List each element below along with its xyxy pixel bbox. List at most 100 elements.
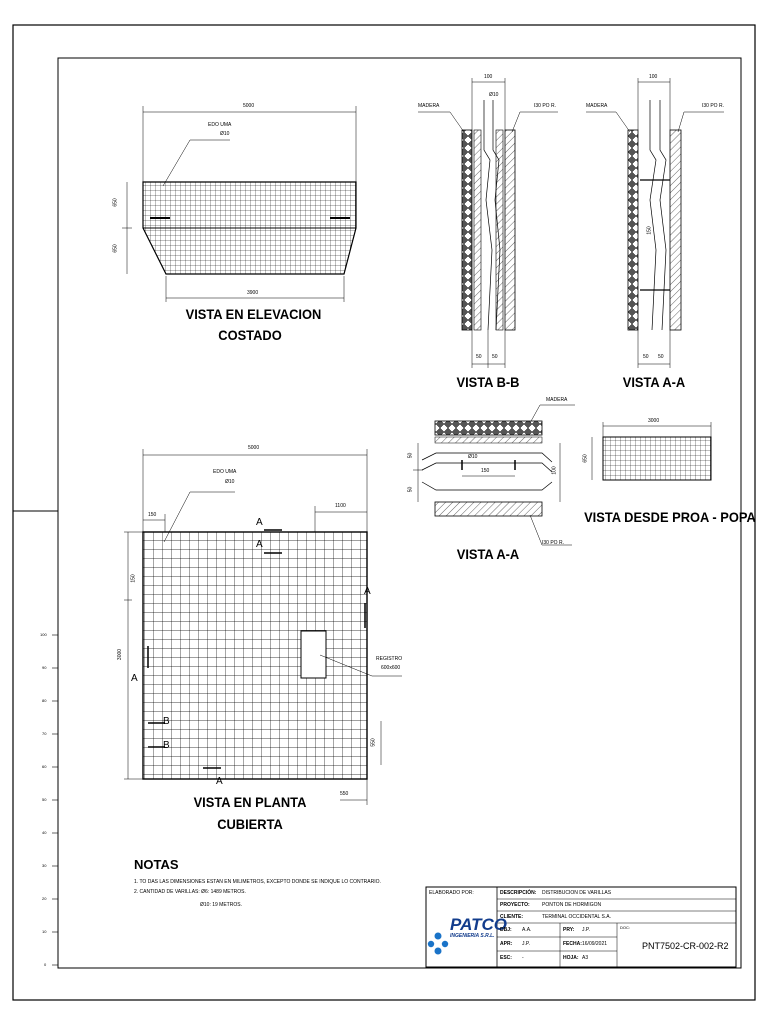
tb-proj-val: PONTON DE HORMIGON	[542, 902, 602, 908]
aa-top-pr: I30 PO R.	[702, 103, 724, 109]
elevation-title-2: COSTADO	[218, 327, 282, 343]
aa-low-left2: 50	[407, 486, 414, 493]
aa-top-madera: MADERA	[586, 103, 608, 109]
document-code: PNT7502-CR-002-R2	[642, 941, 729, 951]
tb-hoja-key: HOJA:	[563, 955, 579, 961]
plan-dim-right-b: 550	[370, 738, 377, 747]
plan-dim-left-small: 150	[148, 512, 157, 518]
aa-top-vert: 150	[646, 226, 653, 235]
elev-dim-left-top: 650	[112, 198, 119, 207]
tb-dbj-key: DBJ:	[500, 927, 512, 933]
tb-desc-val: DISTRIBUCION DE VARILLAS	[542, 890, 612, 896]
tb-client-val: TERMINAL OCCIDENTAL S.A.	[542, 914, 611, 920]
aa-low-left1: 50	[407, 452, 414, 459]
cut-label-a2: A	[256, 539, 263, 550]
elev-dim-left-bottom: 650	[112, 244, 119, 253]
bb-dim-top: 100	[484, 74, 493, 80]
tb-proj-key: PROYECTO:	[500, 902, 530, 908]
elevation-view	[122, 106, 357, 302]
tb-esc-val: -	[522, 955, 524, 961]
section-aa-top	[586, 78, 724, 368]
aa-top-b1: 50	[643, 354, 649, 360]
tb-fecha-key: FECHA:	[563, 941, 582, 947]
tb-prv-key: PRY:	[563, 927, 575, 933]
ruler-label: 30	[42, 863, 47, 868]
cut-label-b1: B	[163, 716, 170, 727]
proa-dim-left: 650	[582, 454, 589, 463]
ruler-label: 70	[42, 731, 47, 736]
aa-top-b2: 50	[658, 354, 664, 360]
ruler-label: 20	[42, 896, 47, 901]
elev-dim-bottom: 3900	[247, 290, 259, 296]
section-bb-title: VISTA B-B	[456, 374, 520, 390]
tb-apr-val: J.P.	[522, 941, 530, 947]
bb-pr: I30 PO R.	[534, 103, 556, 109]
plan-reg1: REGISTRO	[376, 656, 403, 662]
plan-view	[124, 449, 402, 805]
note-line-3: Ø10: 19 METROS.	[200, 902, 242, 908]
tb-prv-val: J.P.	[582, 927, 590, 933]
title-block	[425, 886, 737, 968]
ruler-label: 60	[42, 764, 47, 769]
tb-apr-key: APR:	[500, 941, 513, 947]
ruler-label: 10	[42, 929, 47, 934]
aa-low-pr: I30 PO R.	[542, 540, 564, 546]
bb-b1: 50	[476, 354, 482, 360]
ruler-label: 40	[42, 830, 47, 835]
plan-dim-right: 1100	[335, 503, 346, 509]
elaborado-label: ELABORADO POR:	[429, 890, 474, 896]
section-proa	[591, 422, 712, 481]
plan-dim-side-b: 3000	[117, 648, 124, 661]
tb-desc-key: DESCRIPCIÓN:	[500, 890, 537, 896]
tb-dbj-val: A.A.	[522, 927, 532, 933]
patco-logo-mark	[427, 932, 449, 955]
tb-doc-key: DOC:	[620, 925, 630, 930]
section-aa-low	[413, 404, 575, 546]
cut-label-a5: A	[216, 776, 223, 787]
ruler-label: 80	[42, 698, 47, 703]
bb-dim-mid: Ø10	[489, 92, 499, 98]
aa-low-madera: MADERA	[546, 397, 568, 403]
cut-label-a4: A	[131, 673, 138, 684]
tb-client-key: CLIENTE:	[500, 914, 524, 920]
ruler-label: 0	[44, 962, 47, 967]
aa-top-dim: 100	[649, 74, 658, 80]
section-bb	[418, 78, 558, 368]
elev-dim-top: 5000	[243, 103, 255, 109]
aa-low-dim: 150	[481, 468, 490, 474]
tb-fecha-val: 16/09/2021	[582, 941, 608, 947]
bb-madera: MADERA	[418, 103, 440, 109]
proa-title: VISTA DESDE PROA - POPA	[584, 509, 756, 525]
plan-dim-side-a: 150	[130, 574, 137, 583]
cut-label-a3: A	[364, 586, 371, 597]
cut-label-b2: B	[163, 740, 170, 751]
note-line-2: 2. CANTIDAD DE VARILLAS: Ø6: 1489 METROS…	[134, 889, 246, 895]
plan-rod-label: EDO UMA	[213, 469, 237, 475]
aa-low-right: 100	[551, 466, 558, 475]
patco-logo-sub: INGENIERIA S.R.L.	[450, 933, 495, 939]
ruler-label: 100	[40, 632, 47, 637]
bb-b2: 50	[492, 354, 498, 360]
plan-reg2: 600x600	[381, 665, 401, 671]
ruler-label: 50	[42, 797, 47, 802]
elev-rod-label: EDO UMA	[208, 122, 232, 128]
elev-rod-dia: Ø10	[220, 131, 230, 137]
plan-title-1: VISTA EN PLANTA	[193, 794, 307, 810]
plan-rod-dia: Ø10	[225, 479, 235, 485]
section-aa-low-title: VISTA A-A	[456, 546, 520, 562]
elevation-title-1: VISTA EN ELEVACION	[185, 306, 322, 322]
plan-title-2: CUBIERTA	[217, 816, 283, 832]
ruler	[52, 634, 59, 966]
proa-dim-top: 3000	[648, 418, 660, 424]
tb-hoja-val: A3	[582, 955, 589, 961]
tb-esc-key: ESC:	[500, 955, 512, 961]
notes-heading: NOTAS	[134, 857, 179, 872]
patco-logo-text: PATCO	[450, 915, 507, 934]
plan-dim-bottom-right: 550	[340, 791, 349, 797]
ruler-label: 90	[42, 665, 47, 670]
note-line-1: 1. TO DAS LAS DIMENSIONES ESTAN EN MILIM…	[134, 879, 381, 885]
section-aa-top-title: VISTA A-A	[622, 374, 686, 390]
cut-label-a1: A	[256, 517, 263, 528]
plan-dim-top: 5000	[248, 445, 260, 451]
